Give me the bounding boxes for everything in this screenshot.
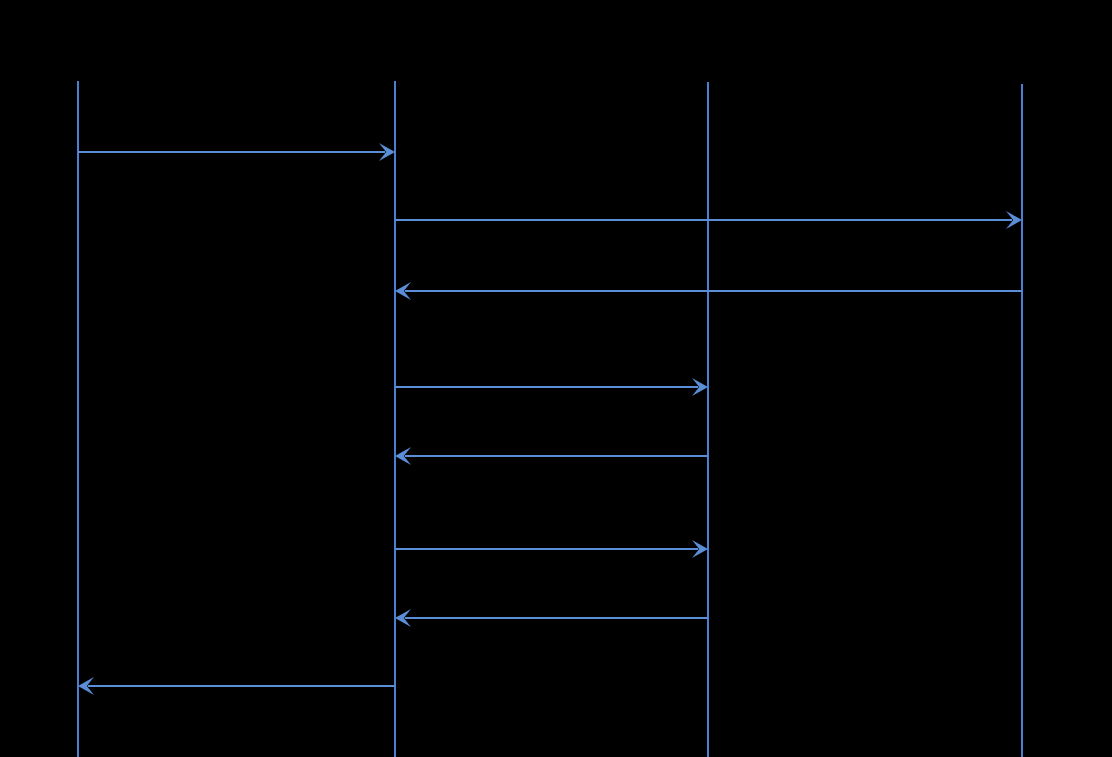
arrowhead-8 (78, 677, 94, 695)
message-arrow-1 (78, 143, 395, 161)
message-arrow-2 (395, 211, 1022, 229)
messages-group (78, 143, 1022, 695)
arrowhead-7 (395, 609, 411, 627)
message-arrow-3 (395, 282, 1022, 300)
message-arrow-7 (395, 609, 708, 627)
arrowhead-4 (692, 378, 708, 396)
message-arrow-6 (395, 540, 708, 558)
arrowhead-3 (395, 282, 411, 300)
lifelines-group (77, 81, 1023, 757)
message-arrow-8 (78, 677, 395, 695)
message-arrow-4 (395, 378, 708, 396)
arrowhead-6 (692, 540, 708, 558)
arrowhead-1 (379, 143, 395, 161)
message-arrow-5 (395, 447, 708, 465)
arrowhead-2 (1006, 211, 1022, 229)
arrowhead-5 (395, 447, 411, 465)
